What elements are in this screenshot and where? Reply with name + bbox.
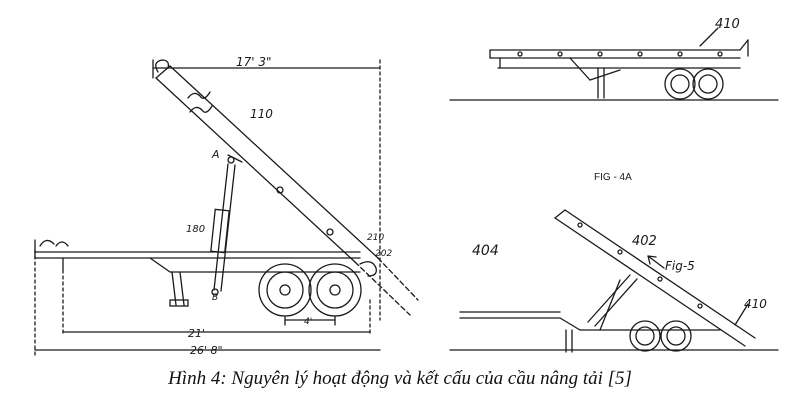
dimension-label-total: 26' 8"	[190, 344, 223, 357]
fig-4a-label: FIG - 4A	[594, 172, 632, 183]
boom-arm	[155, 59, 419, 316]
ref-label-410-top: 410	[715, 17, 740, 32]
point-label-a: A	[211, 148, 220, 161]
hydraulic-cylinder	[210, 154, 243, 296]
rear-wheels	[258, 263, 362, 317]
right-bottom-tilted-drawing	[449, 209, 779, 353]
ref-label-180: 180	[186, 224, 205, 235]
dimension-label-axle: 4'	[304, 317, 312, 327]
ref-label-410-bottom: 410	[744, 297, 767, 311]
ref-label-110: 110	[250, 107, 273, 121]
point-label-b: B	[212, 293, 218, 303]
hook	[359, 261, 377, 277]
ref-label-404: 404	[472, 243, 499, 259]
ref-label-402: 402	[632, 234, 657, 249]
right-top-trailer-drawing	[449, 27, 779, 101]
dimension-label-mid: 21'	[188, 327, 205, 340]
dimension-lines-bottom	[34, 249, 381, 356]
left-hoist-drawing: 17' 3" 110	[34, 55, 419, 357]
ref-label-fig5: Fig-5	[665, 259, 695, 273]
ref-label-202: 202	[375, 249, 392, 259]
figure-caption: Hình 4: Nguyên lý hoạt động và kết cấu c…	[168, 368, 632, 389]
truck-frame	[34, 239, 361, 307]
dimension-label-top: 17' 3"	[236, 55, 272, 69]
ref-label-210: 210	[367, 233, 384, 243]
